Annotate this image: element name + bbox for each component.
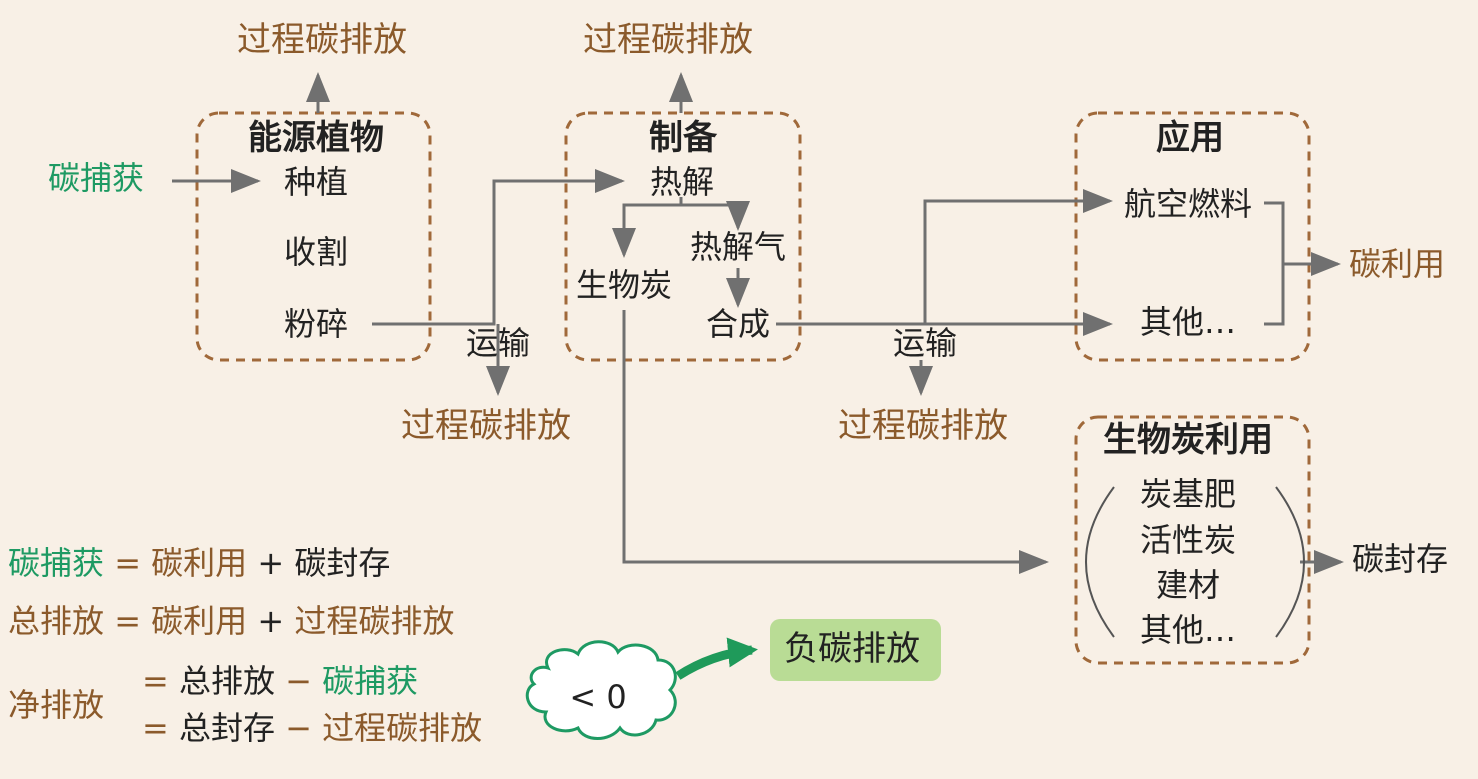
- energy-plant-box: [195, 111, 432, 362]
- eq2-lhs: 总排放: [8, 602, 105, 640]
- eq2-term-a: 碳利用: [151, 602, 248, 640]
- cloud-shape: [525, 640, 677, 740]
- negative-emission-label: 负碳排放: [784, 629, 920, 669]
- cloud-less-than-zero: < 0: [569, 678, 627, 716]
- process-emission-label: 过程碳排放: [401, 406, 571, 446]
- building-material-label: 建材: [1155, 566, 1221, 604]
- aviation-fuel-label: 航空燃料: [1123, 185, 1253, 223]
- eq2-equals: =: [114, 602, 141, 640]
- transport-label: 运输: [465, 324, 531, 362]
- eq2-op: +: [257, 602, 285, 640]
- biochar-use-title: 生物炭利用: [1103, 420, 1273, 460]
- application-title: 应用: [1156, 118, 1224, 158]
- left-paren: [1085, 486, 1115, 638]
- application-box: [1074, 111, 1311, 362]
- transport-label: 运输: [892, 324, 958, 362]
- crushing-label: 粉碎: [283, 305, 349, 343]
- eq3-l2-term-b: 过程碳排放: [322, 709, 483, 747]
- equation-capture: 碳捕获 = 碳利用 + 碳封存: [8, 547, 390, 579]
- process-emission-label: 过程碳排放: [583, 20, 753, 60]
- arrow-pyrolysis-to-biochar: [612, 197, 683, 258]
- biochar-use-box: [1074, 415, 1311, 665]
- green-arrow: [675, 637, 758, 680]
- eq3-l1-term-b: 碳捕获: [322, 662, 419, 700]
- harvesting-label: 收割: [283, 233, 349, 271]
- arrow-biochar-to-use: [622, 310, 1049, 574]
- eq3-l1-equals: =: [142, 662, 169, 700]
- eq3-l2-equals: =: [142, 709, 169, 747]
- arrow-crush-to-pyrolysis: [372, 169, 625, 326]
- eq1-term-a: 碳利用: [151, 544, 248, 582]
- pyrolysis-label: 热解: [649, 163, 715, 201]
- arrow-to-aviation-fuel: [923, 189, 1113, 324]
- eq3-l2-term-a: 总封存: [178, 709, 275, 747]
- eq1-op: +: [257, 544, 285, 582]
- carbon-capture-label: 碳捕获: [48, 159, 145, 197]
- equation-net-line2: = 总封存 − 过程碳排放: [142, 712, 482, 744]
- planting-label: 种植: [283, 163, 349, 201]
- arrow-pyrolysis-to-gas: [681, 201, 750, 231]
- eq1-lhs: 碳捕获: [8, 544, 105, 582]
- eq1-term-b: 碳封存: [294, 544, 391, 582]
- equation-net-line1: = 总排放 − 碳捕获: [142, 665, 418, 697]
- biochar-fertilizer-label: 炭基肥: [1139, 475, 1237, 513]
- eq3-l2-op: −: [285, 709, 312, 747]
- right-paren: [1275, 486, 1305, 638]
- biochar-label: 生物炭: [575, 266, 673, 304]
- other-app-label: 其他…: [1139, 303, 1237, 341]
- activated-carbon-label: 活性炭: [1139, 521, 1237, 559]
- carbon-utilization-label: 碳利用: [1349, 245, 1446, 283]
- eq3-l1-op: −: [285, 662, 312, 700]
- negative-emission-box: [770, 619, 941, 681]
- energy-plant-title: 能源植物: [248, 118, 384, 158]
- prep-box: [564, 111, 802, 362]
- process-emission-label: 过程碳排放: [838, 406, 1008, 446]
- other-biochar-label: 其他…: [1139, 611, 1237, 649]
- eq3-lhs: 净排放: [8, 686, 105, 724]
- synthesis-label: 合成: [705, 305, 771, 343]
- eq1-equals: =: [114, 544, 141, 582]
- prep-title: 制备: [649, 118, 717, 158]
- process-emission-label: 过程碳排放: [237, 20, 407, 60]
- app-bracket: [1264, 201, 1285, 326]
- eq2-term-b: 过程碳排放: [294, 602, 455, 640]
- pyrolysis-gas-label: 热解气: [689, 228, 787, 266]
- equation-total-emission: 总排放 = 碳利用 + 过程碳排放: [8, 605, 454, 637]
- eq3-l1-term-a: 总排放: [178, 662, 275, 700]
- carbon-storage-label: 碳封存: [1352, 540, 1449, 578]
